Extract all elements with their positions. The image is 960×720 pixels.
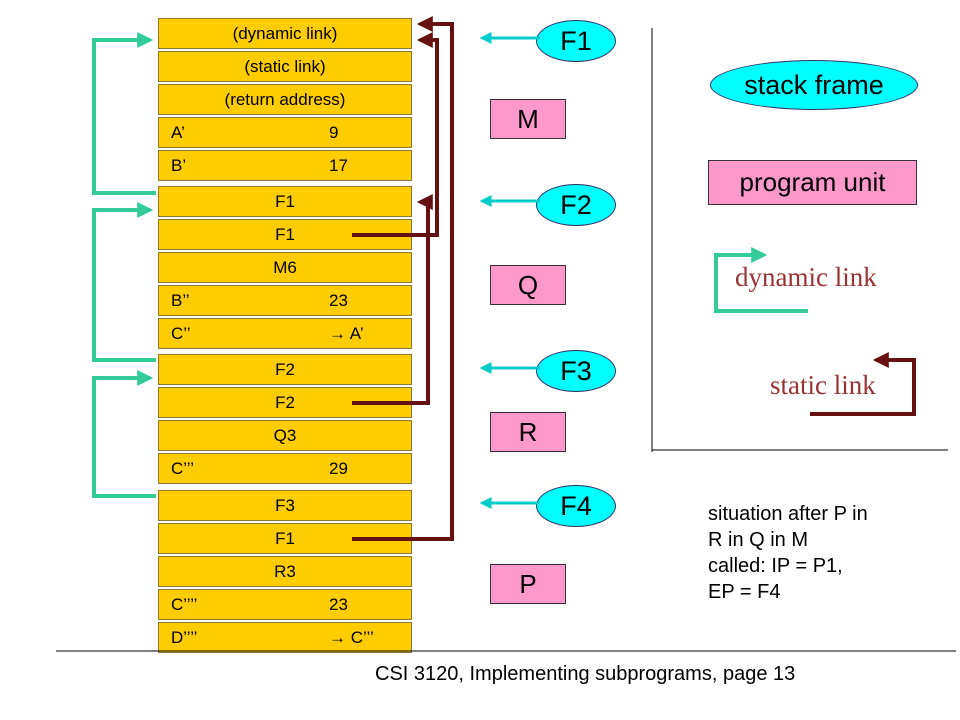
note-line: situation after P in xyxy=(708,503,868,525)
program-unit-p: P xyxy=(490,564,566,604)
legend-dynamic-link-icon xyxy=(714,247,808,313)
legend-static-link-icon xyxy=(810,352,916,416)
legend-static-link-label: static link xyxy=(770,370,876,400)
cell-variable: C’’ xyxy=(171,324,191,343)
stack-cell: (return address) xyxy=(158,84,412,115)
static-link-arrow xyxy=(352,32,439,237)
stack-cell: A’ 9 xyxy=(158,117,412,148)
note-line: called: IP = P1, xyxy=(708,555,843,577)
stack-cell: F3 xyxy=(158,490,412,521)
legend-stack-frame: stack frame xyxy=(710,60,918,110)
stack-cell: C’’ → A’ xyxy=(158,318,412,349)
cell-value: 9 xyxy=(329,123,339,142)
frame-pointer-f1: F1 xyxy=(536,20,616,62)
program-unit-r: R xyxy=(490,412,566,452)
frame-pointer-f2: F2 xyxy=(536,184,616,226)
stack-cell: B’ 17 xyxy=(158,150,412,181)
static-link-arrow xyxy=(352,194,433,405)
legend-program-unit: program unit xyxy=(708,160,917,205)
stack-cell: Q3 xyxy=(158,420,412,451)
cell-value: 23 xyxy=(329,291,348,310)
note-line: R in Q in M xyxy=(708,529,809,551)
stack-cell: D’’’’ → C’’’ xyxy=(158,622,412,653)
cell-text: F1 xyxy=(275,192,295,211)
cell-text: M6 xyxy=(273,258,297,277)
cell-value: 29 xyxy=(329,459,348,478)
cell-variable: D’’’’ xyxy=(171,628,198,647)
stack-cell: R3 xyxy=(158,556,412,587)
page-footer: CSI 3120, Implementing subprograms, page… xyxy=(375,663,796,685)
stack-cell: (static link) xyxy=(158,51,412,82)
cell-text: Q3 xyxy=(273,426,297,445)
stack-cell: M6 xyxy=(158,252,412,283)
stack-cell: (dynamic link) xyxy=(158,18,412,49)
cell-value: 23 xyxy=(329,595,348,614)
legend-dynamic-link-label: dynamic link xyxy=(735,262,877,292)
cell-value: 17 xyxy=(329,156,348,175)
cell-variable: B’ xyxy=(171,156,187,175)
frame-pointer-f3: F3 xyxy=(536,350,616,392)
cell-text: F2 xyxy=(275,393,295,412)
stack-cell: C’’’ 29 xyxy=(158,453,412,484)
note-line: EP = F4 xyxy=(708,581,781,603)
situation-note: situation after P in R in Q in M called: I… xyxy=(708,501,868,605)
static-link-arrow xyxy=(352,16,454,541)
cell-text: F1 xyxy=(275,225,295,244)
cell-variable: C’’’’ xyxy=(171,595,198,614)
program-unit-m: M xyxy=(490,99,566,139)
cell-text: (static link) xyxy=(244,57,326,76)
stack-cell: F1 xyxy=(158,523,412,554)
cell-text: R3 xyxy=(274,562,296,581)
cell-value: → A’ xyxy=(329,324,364,343)
cell-text: (return address) xyxy=(224,90,346,109)
program-unit-q: Q xyxy=(490,265,566,305)
cell-text: F1 xyxy=(275,529,295,548)
cell-text: F2 xyxy=(275,360,295,379)
cell-variable: A’ xyxy=(171,123,185,142)
stack-cell: B’’ 23 xyxy=(158,285,412,316)
stack-cell: F2 xyxy=(158,354,412,385)
dynamic-link-arrow xyxy=(92,370,156,498)
cell-value: → C’’’ xyxy=(329,628,374,647)
dynamic-link-arrow xyxy=(92,202,156,362)
stack-cell: F1 xyxy=(158,186,412,217)
frame-pointer-f4: F4 xyxy=(536,485,616,527)
stack-cell: F1 xyxy=(158,219,412,250)
cell-variable: C’’’ xyxy=(171,459,194,478)
cell-text: F3 xyxy=(275,496,295,515)
dynamic-link-arrow xyxy=(92,32,156,195)
cell-variable: B’’ xyxy=(171,291,190,310)
stack-cell: C’’’’ 23 xyxy=(158,589,412,620)
cell-text: (dynamic link) xyxy=(232,24,338,43)
